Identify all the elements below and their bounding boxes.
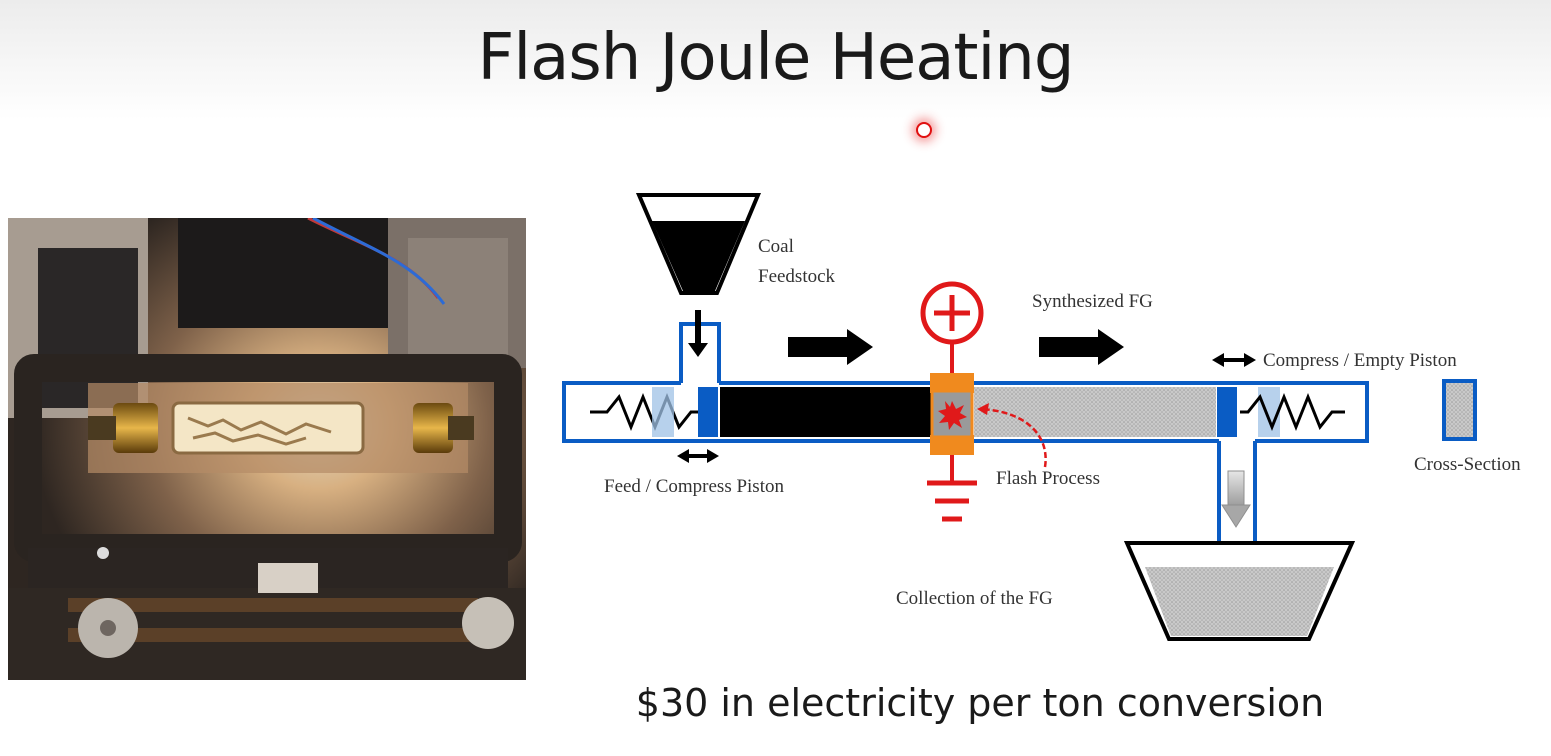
laser-pointer-icon bbox=[916, 122, 932, 138]
outlet-tube-cover bbox=[1219, 439, 1255, 445]
slide-header-shade bbox=[0, 0, 1551, 120]
flash-process-diagram: Coal Feedstock bbox=[562, 193, 1521, 641]
coal-charge bbox=[720, 387, 932, 437]
flash-process-label: Flash Process bbox=[996, 468, 1100, 489]
cost-caption: $30 in electricity per ton conversion bbox=[635, 681, 1325, 725]
double-arrow-icon bbox=[1212, 353, 1256, 367]
collection-bin bbox=[1123, 541, 1356, 641]
arrow-right-icon bbox=[788, 329, 873, 365]
flash-chamber bbox=[930, 389, 974, 439]
empty-piston bbox=[1217, 387, 1237, 437]
spring-icon bbox=[590, 392, 699, 432]
double-arrow-icon bbox=[677, 449, 719, 463]
down-arrow-icon bbox=[688, 310, 708, 357]
outlet-tube bbox=[1217, 441, 1257, 543]
electrode-bottom bbox=[930, 435, 974, 455]
flash-process-pointer bbox=[979, 407, 1047, 468]
cross-section-swatch bbox=[1442, 379, 1477, 441]
flash-spark-icon bbox=[938, 401, 967, 430]
spring-icon bbox=[1240, 392, 1345, 432]
down-arrow-icon bbox=[1221, 470, 1251, 528]
electrode-top bbox=[930, 373, 974, 393]
coal-hopper bbox=[635, 193, 762, 295]
slide-title: Flash Joule Heating bbox=[477, 21, 1075, 95]
arrow-right-icon bbox=[1039, 329, 1124, 365]
positive-terminal-icon bbox=[920, 281, 984, 373]
graphene-fill bbox=[974, 387, 1216, 437]
coal-label-line2: Feedstock bbox=[758, 266, 836, 287]
ground-icon bbox=[927, 455, 977, 522]
coal-label-line1: Coal bbox=[758, 236, 794, 257]
feed-compress-piston-label: Feed / Compress Piston bbox=[604, 476, 784, 497]
compress-empty-piston-label: Compress / Empty Piston bbox=[1263, 350, 1457, 371]
collection-label: Collection of the FG bbox=[896, 588, 1053, 609]
apparatus-photo bbox=[8, 218, 526, 680]
feed-piston bbox=[698, 387, 718, 437]
cross-section-label: Cross-Section bbox=[1414, 454, 1521, 475]
synthesized-fg-label: Synthesized FG bbox=[1032, 291, 1153, 312]
